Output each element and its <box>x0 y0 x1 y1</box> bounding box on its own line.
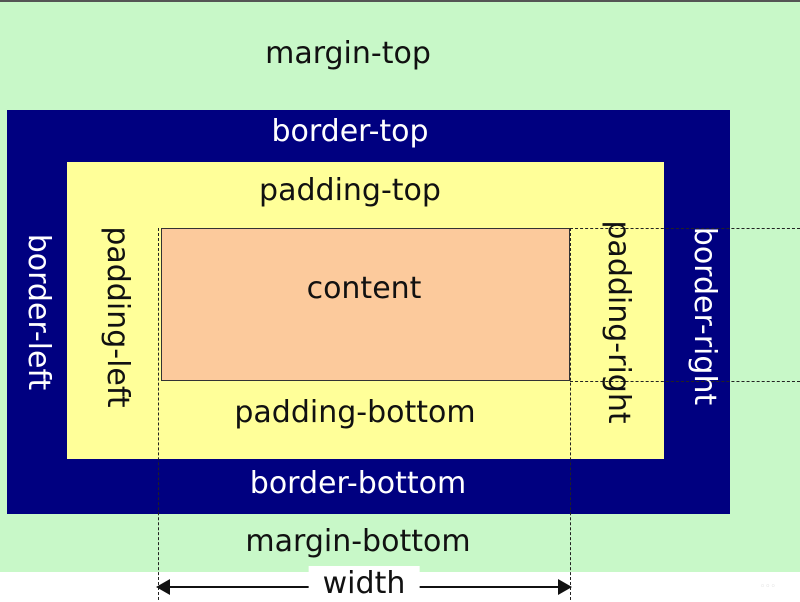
padding-right-label: padding-right <box>601 220 636 424</box>
content-left-guide-line <box>158 228 159 600</box>
padding-bottom-label: padding-bottom <box>234 395 476 430</box>
margin-bottom-label: margin-bottom <box>245 524 471 559</box>
width-label: width <box>308 566 420 602</box>
content-label: content <box>306 271 422 306</box>
padding-top-label: padding-top <box>259 173 441 208</box>
content-top-guide-line <box>570 228 800 229</box>
content-bottom-guide-line <box>570 381 800 382</box>
padding-left-label: padding-left <box>100 226 135 408</box>
margin-top-label: margin-top <box>265 36 431 71</box>
content-right-guide-line <box>570 228 571 600</box>
border-top-label: border-top <box>271 114 429 149</box>
content-area <box>161 228 570 381</box>
border-left-label: border-left <box>21 233 56 391</box>
arrow-right-icon <box>558 579 572 595</box>
arrow-left-icon <box>156 579 170 595</box>
border-right-label: border-right <box>687 226 722 406</box>
watermark-mark: ◦◦◦ <box>760 582 776 592</box>
border-bottom-label: border-bottom <box>249 466 467 501</box>
